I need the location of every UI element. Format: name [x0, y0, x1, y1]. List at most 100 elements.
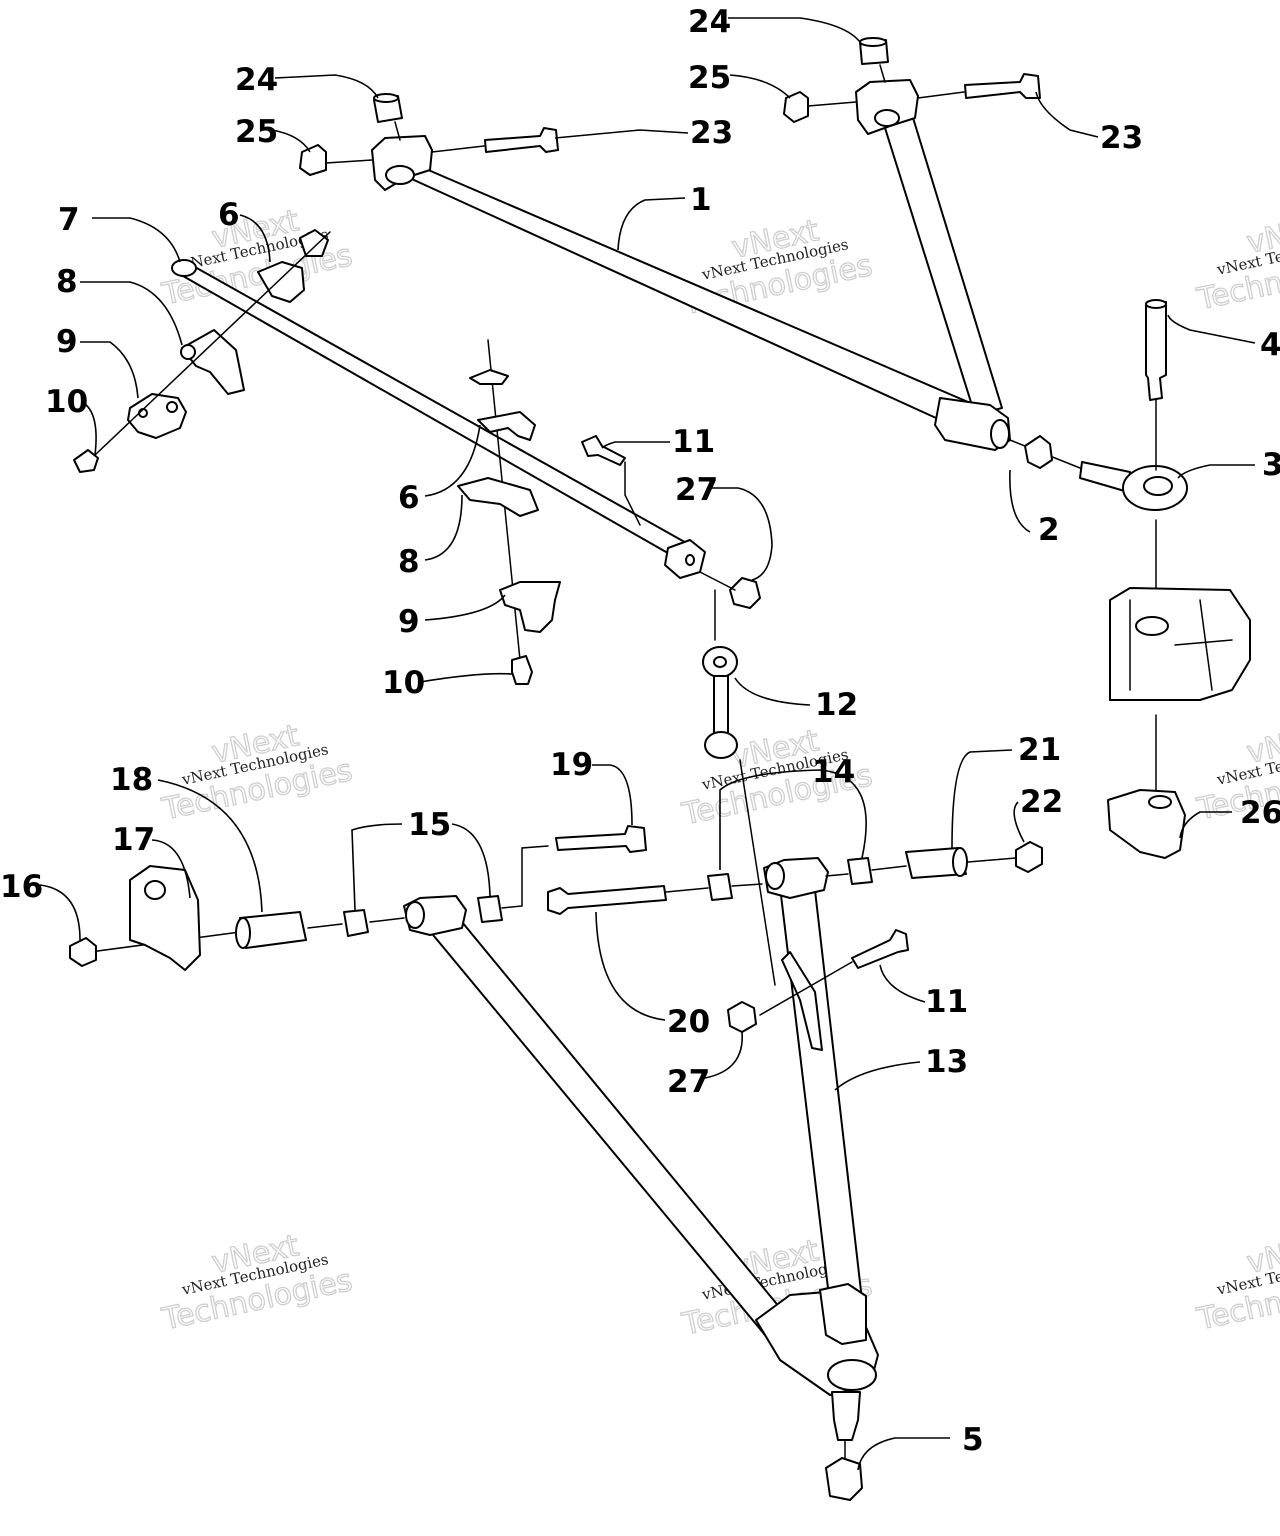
left-bushing-end: [180, 344, 196, 360]
lower-link-hardware: [727, 929, 909, 1033]
front-sleeve-axis: [394, 121, 401, 141]
callout-15: 15: [408, 807, 451, 843]
end-link-assembly: [581, 435, 776, 986]
callout-6a: 6: [218, 197, 240, 233]
leader-2: [1009, 469, 1031, 533]
callout-20: 20: [667, 1004, 710, 1040]
leader-1: [617, 197, 686, 251]
lower-rear-outer-sleeve: [905, 847, 967, 879]
leader-10b: [419, 672, 513, 683]
leader-24a: [274, 74, 379, 99]
leader-5: [857, 1437, 950, 1471]
lower-pivot-bolts: [547, 825, 709, 915]
leader-3: [1177, 464, 1255, 479]
callout-24b: 24: [688, 4, 731, 40]
callout-3: 3: [1262, 447, 1280, 483]
callout-8b: 8: [398, 544, 420, 580]
callout-26: 26: [1240, 795, 1280, 831]
leader-4: [1167, 314, 1256, 344]
lower-front-bushing-right: [477, 895, 503, 923]
spindle-assembly: [1107, 519, 1251, 859]
lower-rear-pivot-bolt: [547, 885, 667, 915]
rear-sleeve-top: [859, 37, 887, 47]
leader-8b: [424, 494, 463, 561]
upper-arm-front-bore: [385, 165, 415, 185]
sway-bar-rod: [175, 261, 691, 561]
left-cluster-axis: [94, 231, 331, 456]
end-link-rod: [713, 675, 729, 736]
callout-27b: 27: [667, 1064, 710, 1100]
leader-27b: [704, 1031, 743, 1079]
lower-rear-bolt-axis: [665, 887, 709, 893]
spindle-detail-3: [1174, 639, 1233, 646]
end-link-top-eye-hole: [713, 656, 727, 668]
lower-link-bolt: [851, 929, 909, 969]
leader-25b: [729, 74, 791, 99]
leader-26: [1179, 811, 1232, 839]
front-pivot-bolt: [484, 127, 559, 153]
watermark-bottom-left: vNext vNext Technologies Technologies: [158, 1228, 356, 1339]
center-bracket: [499, 581, 561, 633]
lower-rear-bushing-right: [847, 857, 873, 885]
lower-link-bolt-axis: [759, 961, 853, 1016]
center-clip: [477, 411, 536, 441]
center-bushing: [457, 477, 539, 517]
spindle-detail-2: [1199, 599, 1213, 691]
rear-pivot-bolt: [964, 73, 1041, 99]
lower-front-bracket-hole: [144, 880, 166, 900]
callout-16: 16: [0, 869, 43, 905]
lower-link-nut: [727, 1001, 757, 1033]
watermark-bottom-right: vNext vNext Technologies Technologies: [1193, 1228, 1280, 1339]
spindle-cap-hole: [1148, 795, 1172, 809]
upper-arm-rear-tube: [879, 107, 1003, 416]
leader-22: [1013, 801, 1025, 843]
leader-27a: [712, 487, 773, 581]
watermark-top-right: vNext vNext Technologies Technologies: [1193, 208, 1280, 319]
center-bracket-bolt: [511, 655, 533, 685]
callout-9a: 9: [56, 324, 78, 360]
end-link-lower-axis: [739, 759, 776, 986]
rear-bolt-axis: [917, 91, 965, 99]
watermark-mid-left: vNext vNext Technologies Technologies: [158, 718, 356, 829]
callout-7: 7: [58, 202, 80, 238]
leader-15: [351, 823, 491, 911]
upper-arm-rear-bore: [874, 109, 900, 127]
callout-13: 13: [925, 1044, 968, 1080]
end-link-nut-axis: [699, 571, 736, 591]
lower-arm-front-bore: [405, 901, 425, 929]
front-nut-axis: [325, 159, 373, 164]
upper-arm-rear-pivot: [855, 79, 919, 135]
spindle-cap: [1107, 789, 1186, 859]
left-bracket-bolt: [73, 449, 99, 473]
callout-25a: 25: [235, 114, 278, 150]
front-bolt-axis: [431, 145, 485, 153]
end-link-top-bolt: [581, 435, 626, 466]
rod-end-bolt-head: [1145, 299, 1167, 309]
lower-front-pivot-bolt: [555, 825, 647, 853]
front-sleeve-top: [373, 93, 399, 103]
lower-ball-stud: [831, 1391, 861, 1441]
upper-arm-ball-socket: [990, 419, 1010, 449]
front-flange-nut: [299, 144, 327, 176]
left-clip-top: [299, 229, 329, 257]
lower-rear-outer-sleeve-end: [952, 847, 968, 877]
callout-17: 17: [112, 822, 155, 858]
lower-rear-nut: [1015, 841, 1043, 873]
callout-1: 1: [690, 182, 712, 218]
callout-23b: 23: [1100, 120, 1143, 156]
callout-27a: 27: [675, 472, 718, 508]
leader-6b: [424, 424, 481, 497]
lower-arm-rear-bore: [765, 862, 785, 890]
leader-13: [834, 1061, 921, 1091]
ball-joint-nut: [825, 1457, 863, 1501]
callout-9b: 9: [398, 604, 420, 640]
callout-23a: 23: [690, 115, 733, 151]
lower-front-bushing-left: [343, 909, 369, 937]
end-link-top-bolt-axis: [624, 461, 641, 526]
left-bracket-hole: [166, 401, 178, 413]
callout-8a: 8: [56, 264, 78, 300]
lower-arm-ball-socket: [827, 1359, 877, 1391]
left-clip: [257, 261, 305, 303]
leader-25a: [271, 129, 311, 153]
